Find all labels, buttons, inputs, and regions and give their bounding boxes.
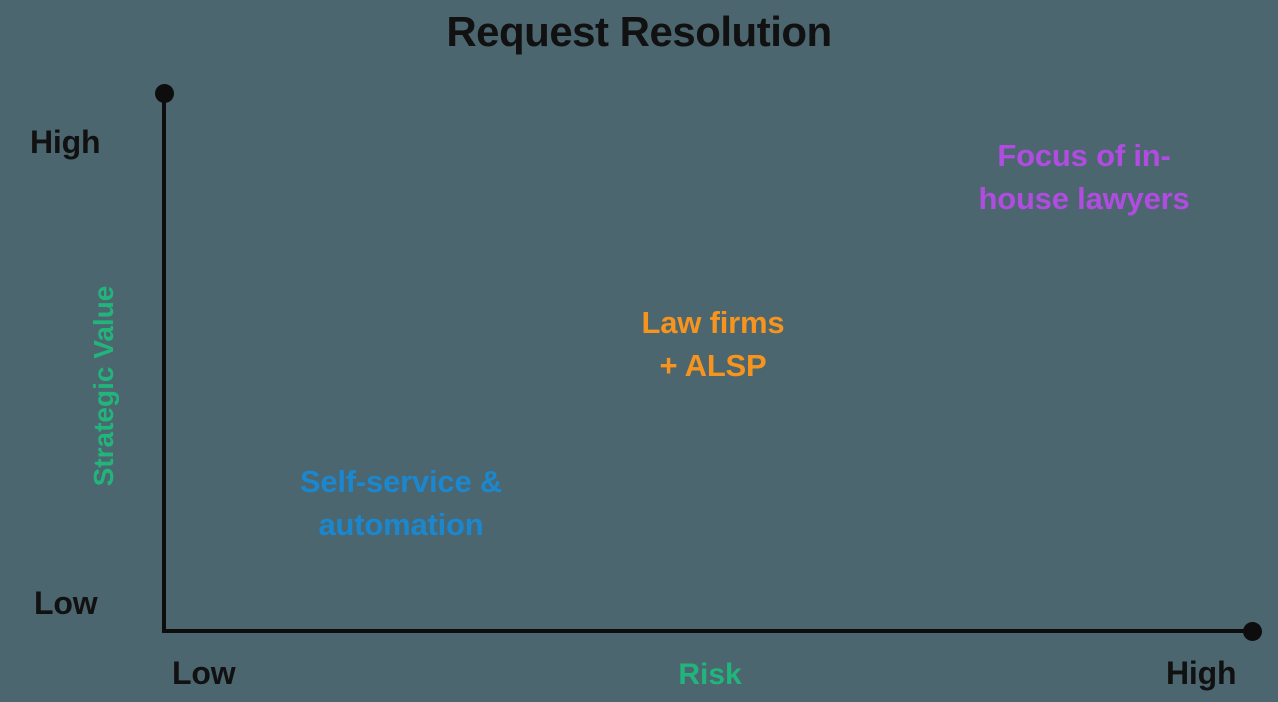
x-axis-tick-low: Low — [172, 655, 236, 691]
y-axis-tick-low: Low — [34, 585, 98, 621]
page-title: Request Resolution — [446, 8, 832, 55]
annotation-law-firms-line-2: + ALSP — [659, 347, 767, 383]
y-axis-title: Strategic Value — [88, 285, 119, 487]
annotation-law-firms-alsp: Law firms + ALSP — [585, 302, 841, 388]
x-axis-endpoint-dot — [1243, 621, 1262, 641]
x-axis-title: Risk — [678, 658, 742, 691]
x-axis-line — [162, 629, 1253, 633]
annotation-in-house-line-1: Focus of in- — [997, 138, 1171, 173]
x-axis-tick-high: High — [1166, 655, 1237, 691]
y-axis-tick-high: High — [30, 124, 101, 160]
annotation-self-service-line-2: automation — [318, 506, 484, 542]
y-axis-line — [162, 93, 166, 633]
annotation-self-service: Self-service & automation — [238, 461, 564, 547]
annotation-law-firms-line-1: Law firms — [641, 305, 785, 340]
annotation-self-service-line-1: Self-service & — [299, 464, 503, 499]
annotation-in-house-line-2: house lawyers — [978, 180, 1190, 216]
annotation-in-house-lawyers: Focus of in- house lawyers — [915, 135, 1253, 221]
y-axis-endpoint-dot — [154, 84, 174, 103]
